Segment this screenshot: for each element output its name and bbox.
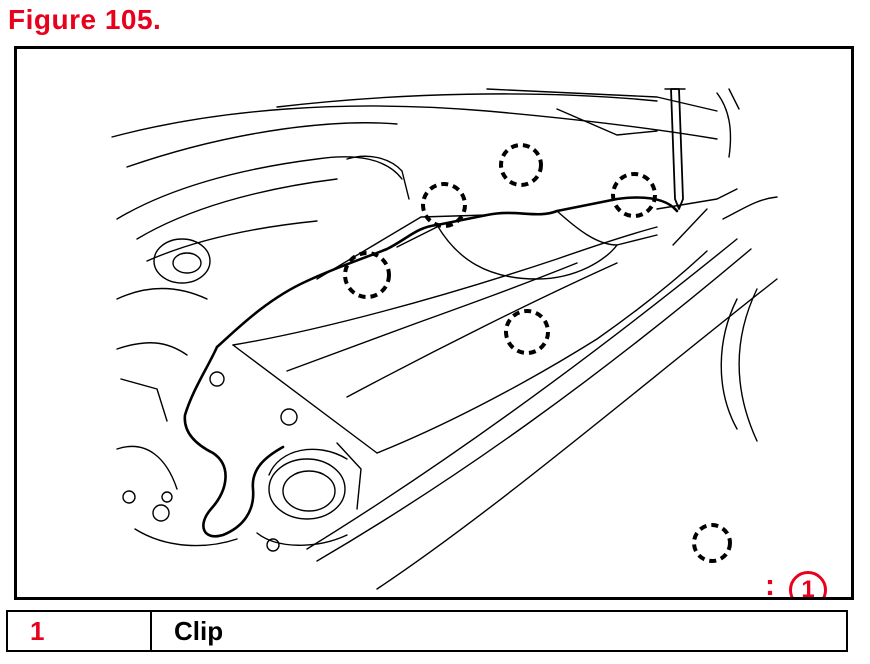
- engine-bay-illustration: [111, 88, 778, 590]
- clip-marker-icon: [504, 309, 550, 355]
- callout-key-colon: :: [765, 569, 775, 600]
- cover-front-edge: [183, 345, 285, 538]
- clip-marker-icon: [421, 182, 467, 228]
- clip-marker-icon: [343, 251, 391, 299]
- clip-marker-icon: [499, 143, 543, 187]
- legend-table-row: 1 Clip: [6, 610, 848, 652]
- figure-title: Figure 105.: [8, 4, 162, 35]
- callout-key-dashed-circle-icon: [692, 523, 732, 563]
- screwdriver-tool: [670, 88, 684, 210]
- figure-frame: : 1: [14, 46, 854, 600]
- clip-marker-icon: [611, 172, 657, 218]
- legend-number: 1: [8, 612, 152, 650]
- circled-number-icon: 1: [789, 571, 827, 597]
- callout-key: : 1: [703, 567, 835, 600]
- legend-label: Clip: [174, 616, 224, 646]
- cover-top-edge: [215, 196, 679, 349]
- hood-edge-line: [111, 105, 718, 140]
